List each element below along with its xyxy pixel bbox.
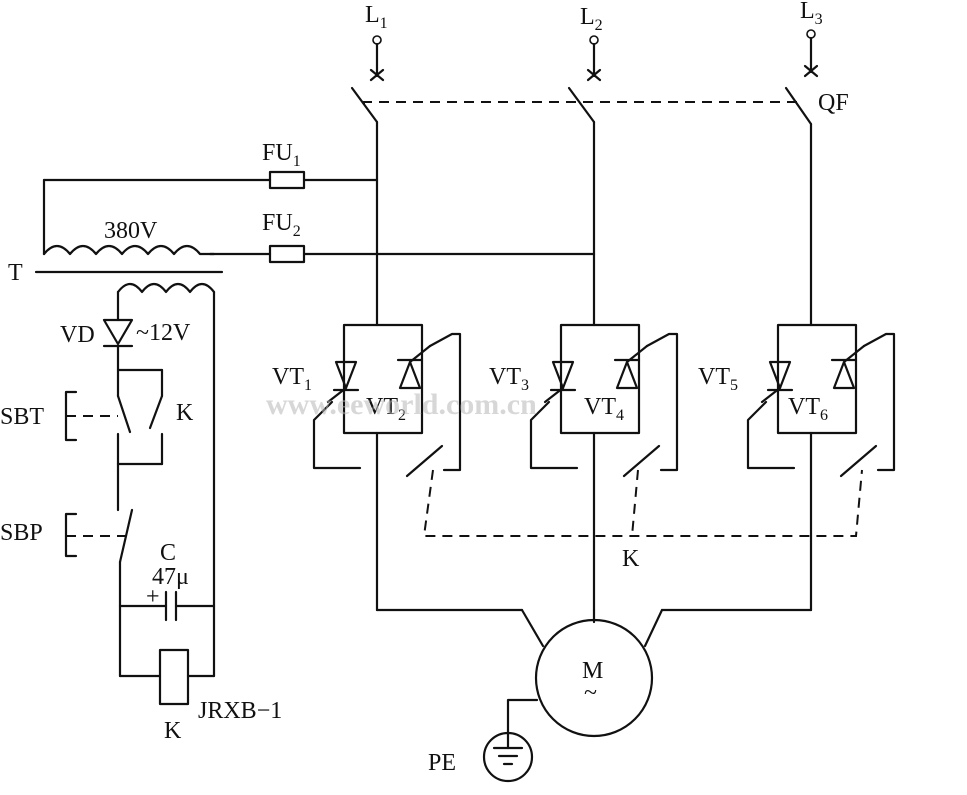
- thyristor-pair-vt1-vt2: [312, 323, 462, 612]
- diode-vd: [102, 318, 134, 398]
- label-l2: L2: [580, 4, 603, 34]
- label-vt1: VT1: [272, 364, 312, 394]
- transformer-t: [34, 178, 224, 678]
- switch-sbt-and-k: [64, 368, 164, 512]
- label-m-tilde: ~: [584, 680, 597, 706]
- k-contact-link: [422, 469, 863, 537]
- label-fu2: FU2: [262, 210, 301, 240]
- terminal-l3: [803, 29, 819, 78]
- label-vt3: VT3: [489, 364, 529, 394]
- label-vt4: VT4: [584, 394, 624, 424]
- label-plus: +: [146, 584, 160, 610]
- label-k-mid: K: [622, 546, 640, 572]
- relay-k: [118, 604, 216, 706]
- fuse-fu2: [208, 244, 596, 264]
- label-vt6: VT6: [788, 394, 828, 424]
- label-m: M: [582, 658, 603, 684]
- label-k-top: K: [176, 400, 194, 426]
- terminal-l2: [586, 35, 602, 82]
- label-vd: VD: [60, 322, 95, 348]
- motor-m: [375, 608, 813, 738]
- label-l1: L1: [365, 2, 388, 32]
- capacitor-c: [118, 590, 216, 622]
- label-vt5: VT5: [698, 364, 738, 394]
- label-l3: L3: [800, 0, 823, 28]
- label-relay-model: JRXB−1: [198, 698, 282, 724]
- fuse-fu1: [42, 170, 379, 190]
- label-380v: 380V: [104, 218, 158, 244]
- thyristor-pair-vt5-vt6: [746, 323, 896, 612]
- breaker-qf: [350, 86, 813, 126]
- watermark: www.eeworld.com.cn: [266, 388, 537, 421]
- label-c: C: [160, 540, 176, 566]
- label-sbt: SBT: [0, 404, 44, 430]
- thyristor-pair-vt3-vt4: [529, 323, 679, 612]
- label-vt2: VT2: [366, 394, 406, 424]
- label-pe: PE: [428, 750, 456, 776]
- ground-pe: [482, 698, 539, 783]
- terminal-l1: [369, 35, 385, 82]
- label-qf: QF: [818, 90, 849, 116]
- label-cap-value: 47μ: [152, 564, 189, 590]
- label-sbp: SBP: [0, 520, 43, 546]
- label-fu1: FU1: [262, 140, 301, 170]
- switch-sbp: [64, 508, 134, 608]
- label-k-relay: K: [164, 718, 182, 744]
- label-t: T: [8, 260, 23, 286]
- label-12v: ~12V: [136, 320, 191, 346]
